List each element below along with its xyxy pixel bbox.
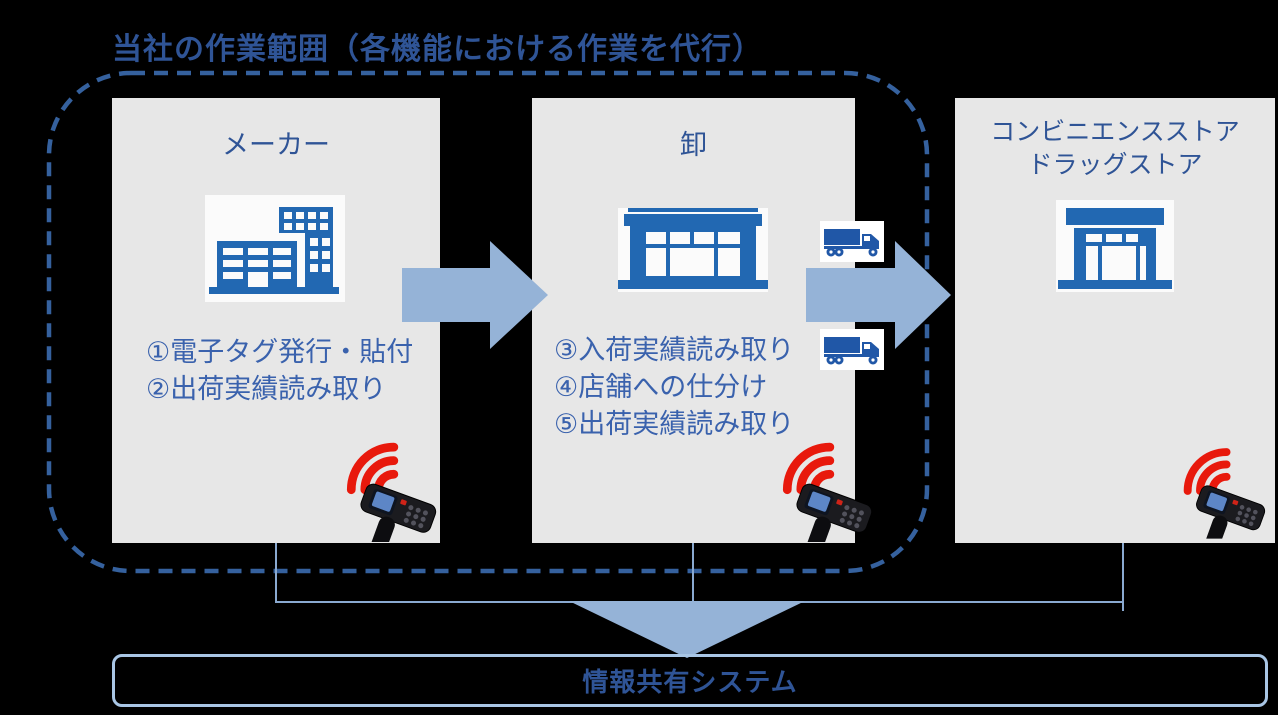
task-item: ⑤出荷実績読み取り	[554, 409, 795, 439]
warehouse-icon	[618, 208, 768, 292]
delivery-truck-icon	[820, 329, 884, 370]
stage-box-manufacturer: メーカー ①電子タグ発行・貼付 ②出荷実績読み取り	[112, 98, 440, 543]
task-item: ④店舗への仕分け	[554, 372, 768, 402]
down-arrow-icon	[569, 601, 805, 663]
stage-title-line: ドラッグストア	[1027, 151, 1203, 179]
task-list-manufacturer: ①電子タグ発行・貼付 ②出荷実績読み取り	[146, 334, 413, 408]
rfid-handheld-scanner-icon	[766, 420, 886, 542]
information-sharing-system-label: 情報共有システム	[582, 667, 798, 697]
stage-title-line: コンビニエンスストア	[990, 118, 1240, 146]
diagram-title: 当社の作業範囲（各機能における作業を代行）	[112, 33, 763, 66]
scope-dashed-border	[46, 70, 930, 574]
delivery-truck-icon	[820, 221, 884, 262]
connector-line-manufacturer	[275, 543, 277, 603]
task-item: ②出荷実績読み取り	[146, 374, 387, 404]
rfid-handheld-scanner-icon	[330, 420, 450, 542]
stage-title-manufacturer: メーカー	[222, 130, 330, 160]
stage-title-retail: コンビニエンスストア ドラッグストア	[955, 116, 1275, 182]
task-item: ①電子タグ発行・貼付	[146, 337, 414, 367]
task-item: ③入荷実績読み取り	[554, 335, 795, 365]
information-sharing-system-box: 情報共有システム	[112, 654, 1268, 707]
rfid-handheld-scanner-icon	[1170, 424, 1276, 542]
flow-arrow-right-icon	[402, 241, 548, 349]
task-list-wholesaler: ③入荷実績読み取り ④店舗への仕分け ⑤出荷実績読み取り	[554, 332, 794, 443]
stage-box-wholesaler: 卸 ③入荷実績読み取り ④店舗への仕分け ⑤出荷実績読み取り	[532, 98, 855, 543]
stage-title-wholesaler: 卸	[680, 130, 707, 160]
storefront-icon	[1056, 200, 1174, 292]
connector-line-wholesaler	[692, 543, 694, 603]
flow-arrow-right-icon	[806, 241, 951, 349]
factory-icon	[205, 195, 345, 302]
connector-line-retail	[1122, 543, 1124, 611]
